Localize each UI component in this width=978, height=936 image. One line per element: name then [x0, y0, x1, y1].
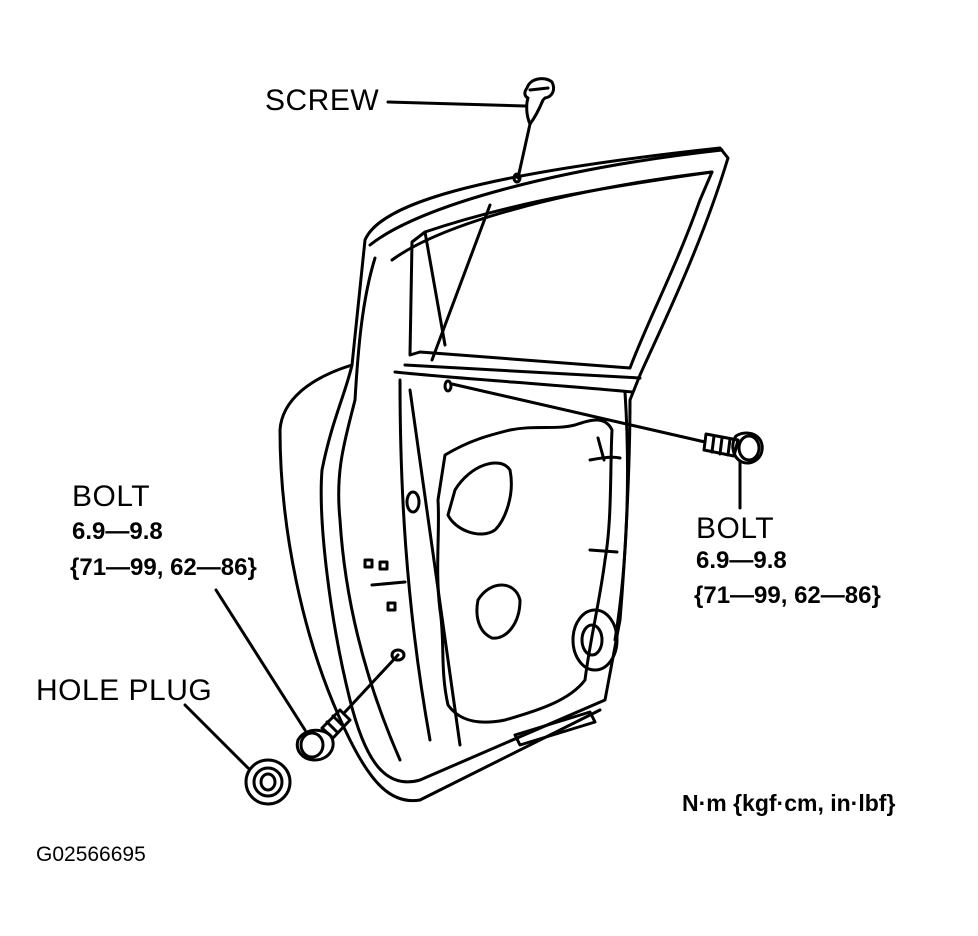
- window-pillar-left: [423, 230, 447, 347]
- small-square-hole-2: [378, 560, 389, 571]
- window-bottom-rail: [403, 363, 642, 380]
- screw-axis-line: [516, 122, 532, 180]
- small-hole: [405, 490, 421, 514]
- window-frame-outer: [368, 148, 724, 247]
- figure-code: G02566695: [36, 843, 146, 866]
- hole-plug-label: HOLE PLUG: [36, 674, 213, 707]
- hole-plug-leader: [183, 703, 250, 770]
- upper-mount-hole: [443, 379, 453, 393]
- hole-plug-icon: [244, 758, 292, 806]
- slot-2: [588, 548, 619, 554]
- slot-4: [588, 455, 622, 462]
- bolt-right-torque: 6.9—9.8: [696, 547, 787, 574]
- screw-mount-hole: [512, 172, 522, 184]
- bolt-right-label: BOLT: [696, 512, 775, 545]
- panel-inner-edge-left-2: [408, 388, 462, 747]
- slot-3: [596, 436, 606, 462]
- panel-inner-edge-left: [398, 378, 432, 742]
- service-cutout: [436, 418, 614, 724]
- door-outer-shell: [278, 363, 602, 803]
- window-opening: [408, 170, 714, 370]
- upper-cutout: [446, 461, 513, 536]
- window-frame-inner-top: [390, 170, 714, 262]
- bolt-left-label: BOLT: [72, 480, 151, 513]
- lower-mount-hole: [390, 648, 406, 662]
- window-pillar-inner: [430, 203, 492, 362]
- small-square-hole: [363, 558, 374, 569]
- screw-icon: [523, 77, 556, 126]
- screw-leader: [386, 100, 527, 108]
- bolt-right-icon: [702, 431, 764, 465]
- screw-label: SCREW: [265, 84, 380, 117]
- speaker-inner: [580, 623, 604, 657]
- lower-cutout: [475, 583, 522, 640]
- bolt-left-torque: 6.9—9.8: [72, 518, 163, 545]
- units-note: N·m {kgf·cm, in·lbf}: [682, 790, 896, 816]
- small-square-hole-3: [386, 601, 397, 612]
- panel-rear-edge: [613, 390, 630, 642]
- door-inner-panel: [319, 146, 730, 784]
- bolt-left-torque-alt: {71—99, 62—86}: [70, 554, 257, 581]
- speaker-outer: [571, 608, 619, 672]
- slot: [370, 580, 407, 587]
- bolt-left-leader: [214, 588, 307, 732]
- bolt-left-icon: [295, 708, 352, 762]
- bottom-rail: [513, 710, 597, 747]
- bolt-right-axis: [450, 382, 707, 444]
- door-shell-inner-edge: [337, 256, 402, 762]
- bolt-right-torque-alt: {71—99, 62—86}: [694, 582, 881, 609]
- bolt-left-axis: [343, 653, 400, 714]
- belt-line: [393, 370, 634, 394]
